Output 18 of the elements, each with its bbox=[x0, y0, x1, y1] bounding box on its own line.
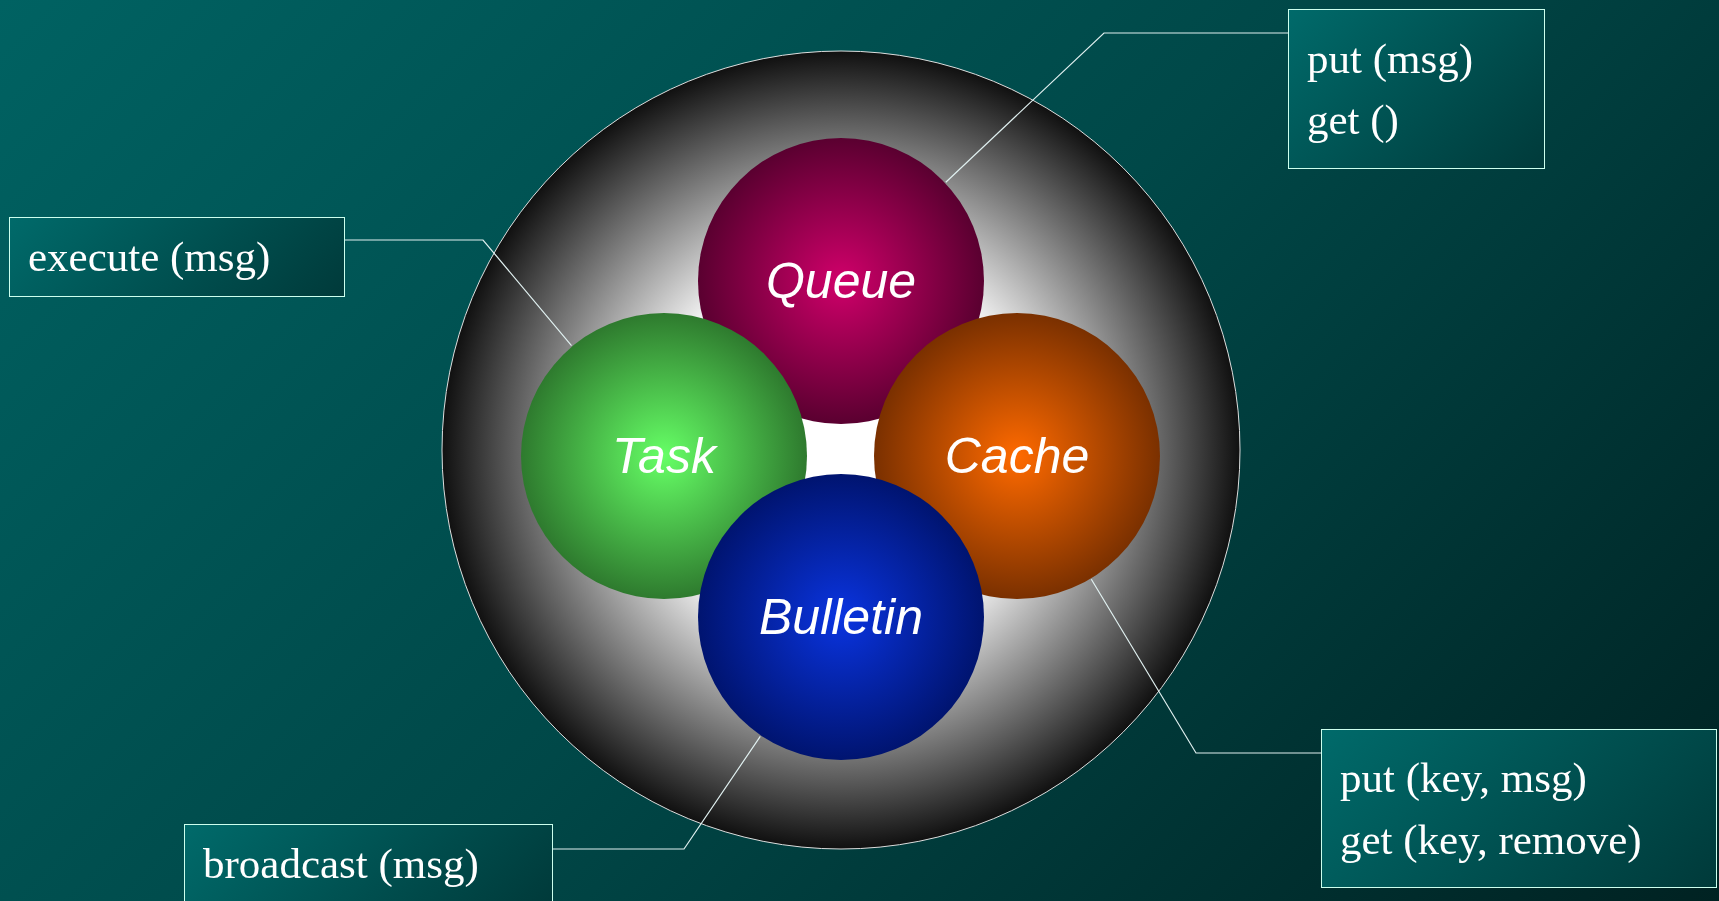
method-label: get (key, remove) bbox=[1340, 815, 1643, 863]
leader-line bbox=[344, 239, 573, 347]
method-label: get () bbox=[1307, 96, 1400, 144]
leader-line bbox=[552, 735, 761, 850]
method-label: put (key, msg) bbox=[1340, 754, 1588, 802]
sphere-label: Queue bbox=[765, 252, 917, 310]
callout-box bbox=[9, 217, 345, 297]
sphere-label: Cache bbox=[944, 427, 1090, 485]
method-label: put (msg) bbox=[1307, 34, 1475, 82]
leader-line bbox=[945, 32, 1289, 183]
method-label: execute (msg) bbox=[28, 233, 272, 281]
sphere-label: Bulletin bbox=[759, 588, 923, 646]
callout-box bbox=[184, 824, 553, 901]
method-label: broadcast (msg) bbox=[203, 840, 480, 888]
sphere-label: Task bbox=[612, 427, 716, 485]
callout-box bbox=[1288, 9, 1545, 169]
leader-line bbox=[1090, 578, 1322, 754]
callout-box bbox=[1321, 729, 1717, 888]
